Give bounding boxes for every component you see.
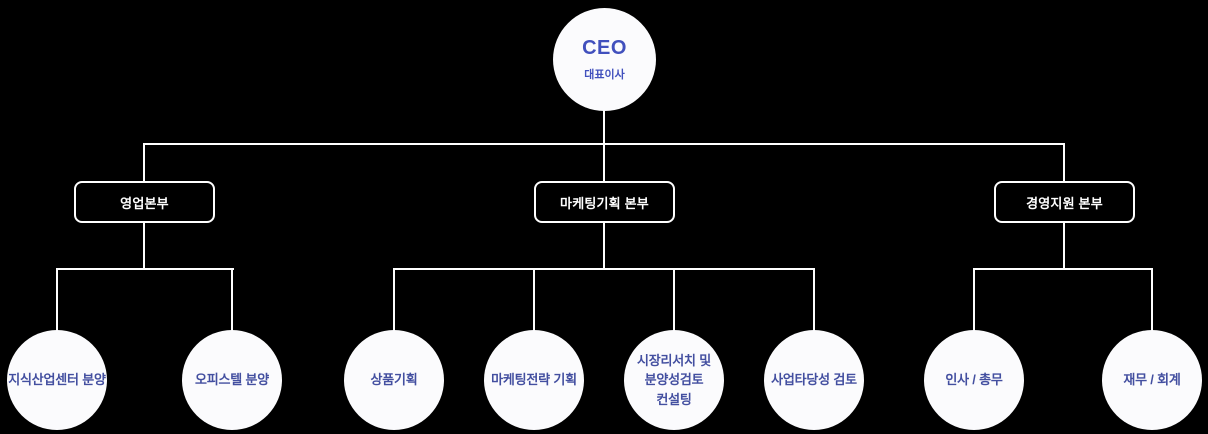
connector-ceo-drop (603, 110, 605, 144)
team-node-hr-general-affairs: 인사 / 총무 (924, 330, 1024, 430)
team-label: 재무 / 회계 (1123, 372, 1181, 388)
division-label-marketing: 마케팅기획 본부 (560, 195, 649, 211)
connector-marketing-stem (603, 223, 605, 270)
connector-support-rail (973, 268, 1153, 270)
ceo-node: CEO 대표이사 (553, 8, 656, 111)
division-label-sales: 영업본부 (120, 195, 169, 211)
connector-drop-sales (143, 143, 145, 181)
connector-drop-marketing (603, 143, 605, 181)
connector-support-stem (1063, 223, 1065, 270)
connector-sales-stem (143, 223, 145, 270)
team-node-finance-accounting: 재무 / 회계 (1102, 330, 1202, 430)
connector-team-drop-8 (1151, 268, 1153, 332)
team-label: 마케팅전략 기획 (491, 372, 577, 388)
connector-team-drop-4 (533, 268, 535, 332)
division-label-support: 경영지원 본부 (1026, 195, 1103, 211)
connector-team-drop-6 (813, 268, 815, 332)
ceo-title: CEO (582, 37, 627, 59)
connector-team-drop-3 (393, 268, 395, 332)
connector-team-drop-7 (973, 268, 975, 332)
connector-team-drop-5 (673, 268, 675, 332)
team-label: 인사 / 총무 (945, 372, 1003, 388)
team-node-business-feasibility-review: 사업타당성 검토 (764, 330, 864, 430)
division-box-support: 경영지원 본부 (994, 181, 1135, 223)
team-node-market-research-consulting: 시장리서치 및 분양성검토 컨설팅 (624, 330, 724, 430)
connector-sales-rail (56, 268, 234, 270)
team-label: 지식산업센터 분양 (8, 372, 106, 388)
connector-team-drop-2 (231, 268, 233, 332)
team-node-product-planning: 상품기획 (344, 330, 444, 430)
ceo-subtitle: 대표이사 (584, 69, 625, 81)
team-node-knowledge-industry-center-sales: 지식산업센터 분양 (7, 330, 107, 430)
team-node-marketing-strategy-planning: 마케팅전략 기획 (484, 330, 584, 430)
team-label: 사업타당성 검토 (771, 372, 857, 388)
connector-marketing-rail (393, 268, 815, 270)
connector-team-drop-1 (56, 268, 58, 332)
team-label: 오피스텔 분양 (195, 372, 269, 388)
team-node-officetel-sales: 오피스텔 분양 (182, 330, 282, 430)
team-label: 시장리서치 및 분양성검토 컨설팅 (637, 352, 711, 407)
team-label: 상품기획 (370, 372, 418, 388)
division-box-sales: 영업본부 (74, 181, 215, 223)
division-box-marketing: 마케팅기획 본부 (534, 181, 675, 223)
connector-drop-support (1063, 143, 1065, 181)
